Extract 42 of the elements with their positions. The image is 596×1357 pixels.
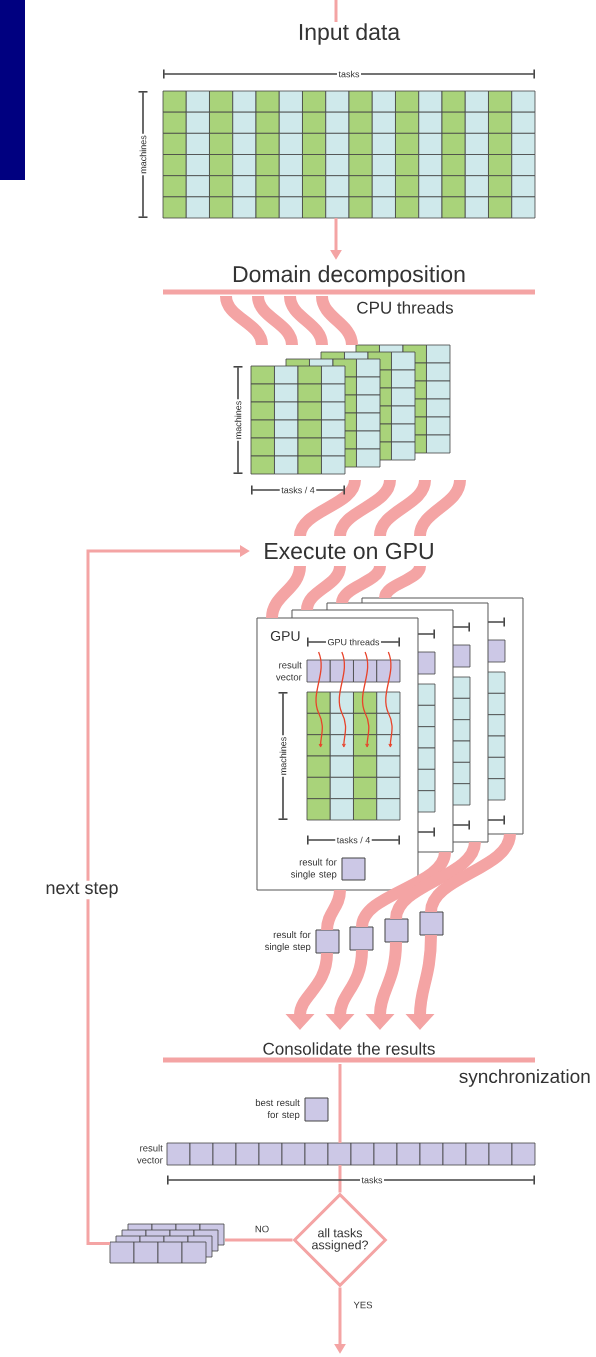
flow-band: [425, 832, 516, 914]
stage-heading: Execute on GPU: [265, 542, 433, 560]
dimension-label: tasks / 4: [335, 835, 372, 845]
dimension-label: machines: [138, 133, 148, 176]
result-square: [419, 911, 444, 936]
stage-heading: Domain decomposition: [233, 265, 465, 287]
flow-band: [316, 295, 358, 346]
flow-band: [390, 840, 481, 921]
connector-line: [334, 0, 338, 22]
card-label: result for single step: [290, 858, 337, 880]
edge-label: NO: [253, 1224, 271, 1234]
dimension-label: tasks: [360, 1175, 384, 1185]
flow-band: [336, 564, 386, 605]
dimension-label: tasks: [337, 69, 361, 79]
vector-label: result vector: [136, 1144, 163, 1164]
dimension-label: tasks / 4: [279, 485, 317, 495]
card-title: GPU: [270, 631, 300, 641]
flow-band: [284, 295, 328, 346]
result-square: [384, 918, 409, 943]
connector-line: [225, 1238, 293, 1242]
result-square: [349, 926, 374, 951]
heading: CPU threads: [357, 301, 453, 314]
flow-band: [321, 889, 346, 931]
flow-band: [220, 295, 268, 346]
square-label: result for single step: [264, 931, 311, 952]
edge-label: next step: [44, 880, 120, 900]
dimension-label: machines: [278, 735, 288, 777]
connector-line: [338, 1064, 342, 1143]
stage-heading: Consolidate the results: [263, 1042, 435, 1055]
dimension-label: machines: [233, 399, 243, 441]
flow-band: [301, 565, 346, 611]
dimension-label: GPU threads: [326, 637, 381, 647]
result-vector-stack: [109, 1223, 225, 1264]
flow-band: [252, 295, 298, 346]
card-label: result vector: [275, 661, 302, 681]
square-label: best result for step: [255, 1099, 300, 1120]
edge-label: YES: [352, 1300, 374, 1310]
heading: Input data: [299, 23, 401, 45]
annotation: synchronization: [459, 1069, 590, 1087]
flow-band: [266, 565, 306, 619]
connector-line: [338, 1165, 342, 1193]
flow-band: [356, 850, 451, 929]
